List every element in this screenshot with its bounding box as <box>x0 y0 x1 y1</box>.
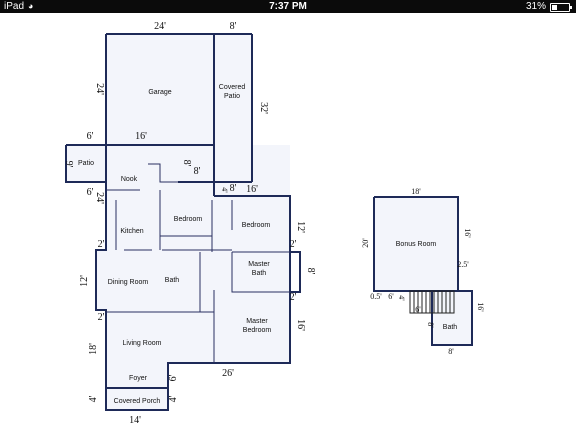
dim-bedroom-span: 16' <box>246 184 258 195</box>
dim-patio-small-width: 6' <box>87 131 94 142</box>
battery-icon <box>550 3 572 12</box>
covered-patio-label-2: Patio <box>224 93 240 100</box>
clock: 7:37 PM <box>269 1 307 12</box>
room-labels: Garage Covered Patio Patio Nook Kitchen … <box>78 84 457 405</box>
status-bar: iPad ◕ 7:37 PM 31% <box>0 0 576 13</box>
dim-garage-width: 24' <box>154 21 166 32</box>
dim-dining-depth: 12' <box>79 275 90 287</box>
master-bedroom-label-2: Bedroom <box>243 327 272 334</box>
dim-nook-to-patio: 8' <box>181 160 192 167</box>
bonus-bath-label: Bath <box>443 324 458 331</box>
dim-stair-6: 6' <box>388 292 394 301</box>
bath-1-label: Bath <box>165 277 180 284</box>
dim-bath-8-side: 8' <box>426 322 435 328</box>
dim-bedroom-depth: 12' <box>295 221 306 233</box>
bonus-room-walls <box>373 196 473 346</box>
dim-bonus-left: 0.5' <box>370 292 382 301</box>
master-bath-label-1: Master <box>248 261 270 268</box>
dim-patio-small-depth: 9' <box>63 161 74 168</box>
bedroom-1-label: Bedroom <box>174 216 203 223</box>
staircase <box>409 290 455 314</box>
dim-bonus-right-depth: 16' <box>476 302 485 312</box>
dim-porch-depth-right: 4' <box>168 395 179 402</box>
covered-patio-label-1: Covered <box>219 84 246 91</box>
foyer-label: Foyer <box>129 375 148 382</box>
dim-covered-patio-depth: 32' <box>258 102 269 114</box>
covered-porch-label: Covered Porch <box>114 398 161 405</box>
dim-porch-width: 14' <box>129 415 141 426</box>
dim-living-depth: 18' <box>88 343 99 355</box>
device-name: iPad <box>4 1 25 12</box>
dim-bath-width: 8' <box>448 347 454 356</box>
nook-label: Nook <box>121 176 138 183</box>
garage-label: Garage <box>148 89 171 96</box>
dim-patio-width: 8' <box>230 21 237 32</box>
dimension-labels: 24' 8' 24' 32' 6' 16' 9' 8' 8' 6' 24' 4'… <box>63 21 485 426</box>
wifi-icon: ◕ <box>28 1 34 11</box>
dim-master-offset: 2' <box>290 292 297 303</box>
dim-foyer-width: 6' <box>168 374 179 381</box>
living-room-label: Living Room <box>123 340 162 347</box>
dim-bonus-width: 18' <box>411 187 421 196</box>
dim-bonus-step: 2.5' <box>457 260 469 269</box>
dim-master-bath-width: 8' <box>305 268 316 275</box>
dim-nook-width: 16' <box>135 131 147 142</box>
dim-step-8: 8' <box>230 183 237 194</box>
dim-bonus-depth: 20' <box>361 238 370 248</box>
dining-room-label: Dining Room <box>108 279 149 286</box>
dim-bath-6: 6' <box>415 305 421 314</box>
main-house-walls <box>65 33 301 411</box>
kitchen-label: Kitchen <box>120 228 143 235</box>
dim-porch-depth-left: 4' <box>88 395 99 402</box>
battery-percentage: 31% <box>525 1 546 12</box>
dim-house-width: 26' <box>222 368 234 379</box>
dim-master-depth: 16' <box>295 319 306 331</box>
dim-kitchen-offset: 2' <box>98 239 105 250</box>
patio-label: Patio <box>78 160 94 167</box>
dim-garage-depth: 24' <box>94 83 105 95</box>
bedroom-2-label: Bedroom <box>242 222 271 229</box>
dim-bonus-side: 16' <box>463 228 472 238</box>
dim-step-4: 4' <box>220 187 229 193</box>
dim-bath-offset: 2' <box>290 239 297 250</box>
dim-nook-depth: 24' <box>94 192 105 204</box>
battery-fill <box>552 5 557 10</box>
master-bedroom-label-1: Master <box>246 318 268 325</box>
dim-living-offset: 2' <box>98 312 105 323</box>
dim-patio-bottom: 6' <box>87 187 94 198</box>
dim-stair-4: 4' <box>397 295 406 301</box>
dim-nook-to-patio-2: 8' <box>194 166 201 177</box>
bonus-room-label: Bonus Room <box>396 241 437 248</box>
floor-fills <box>66 34 472 410</box>
master-bath-label-2: Bath <box>252 270 267 277</box>
